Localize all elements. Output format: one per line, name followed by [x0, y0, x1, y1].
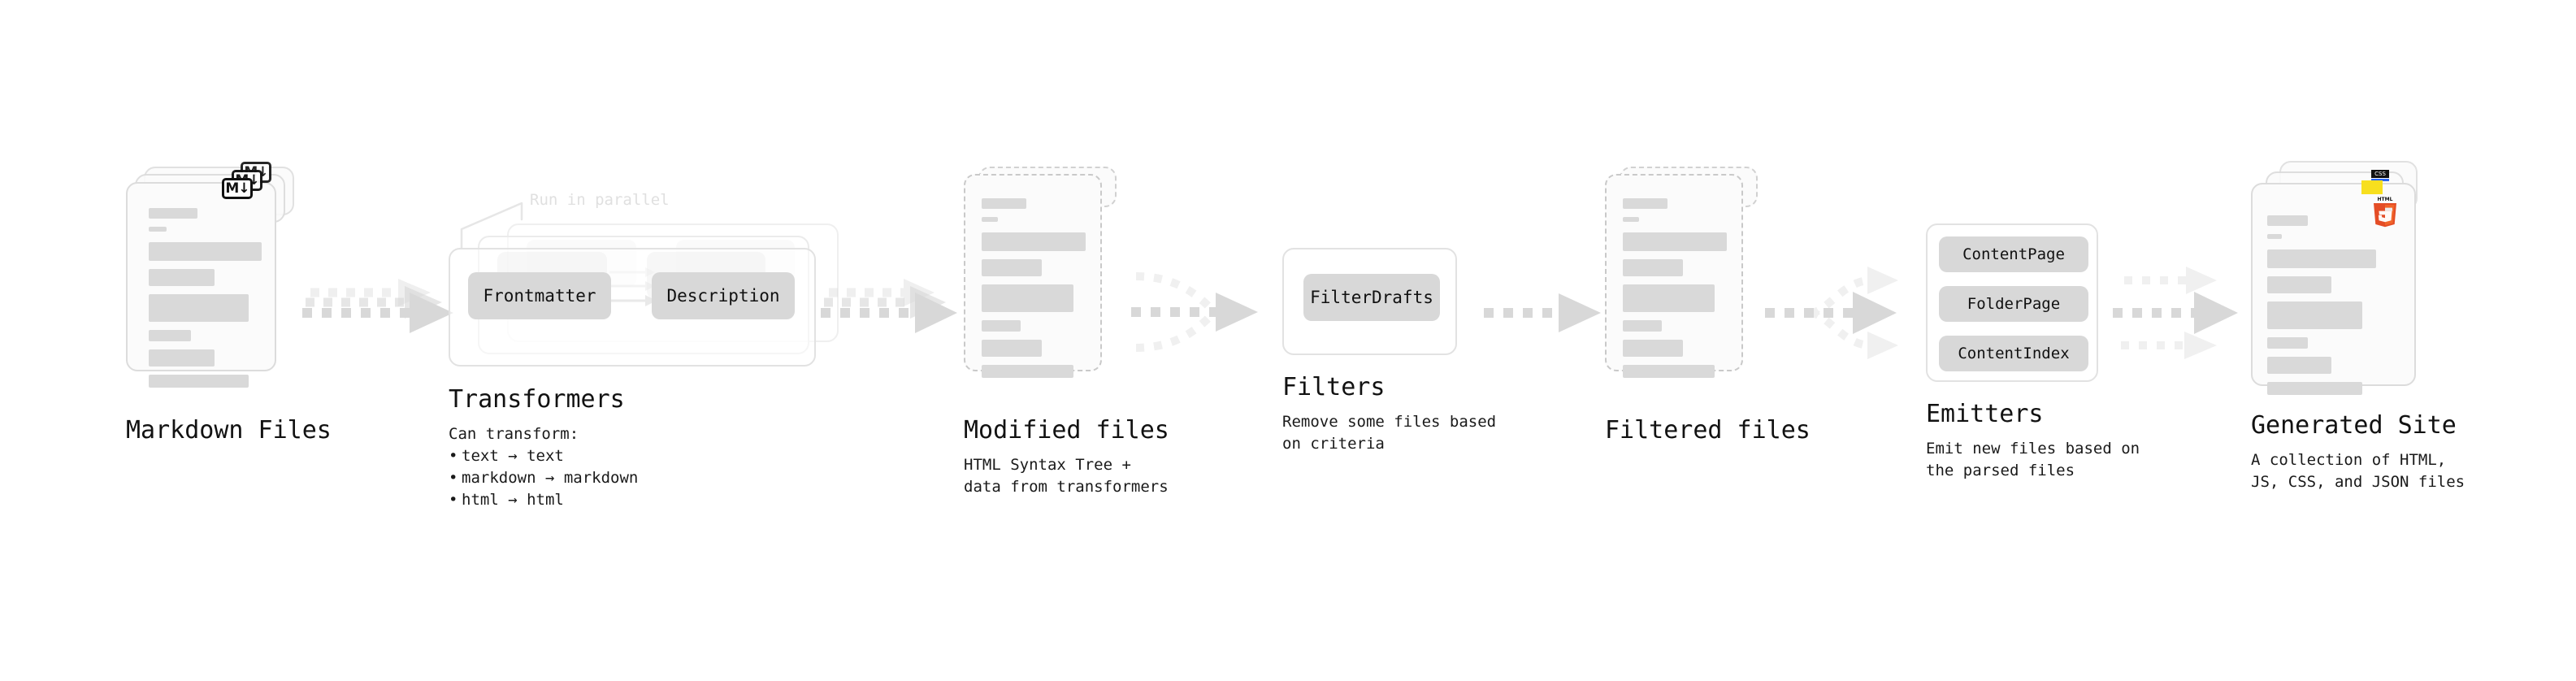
filters-subtitle: Remove some files based on criteria — [1282, 413, 1497, 453]
markdown-doc-stack: M↓ M↓ M↓ — [126, 162, 305, 402]
stage-markdown-files: M↓ M↓ M↓ Markdown Files — [126, 162, 332, 445]
filter-pill-filterdrafts[interactable]: FilterDrafts — [1303, 274, 1440, 321]
svg-text:HTML: HTML — [2378, 197, 2393, 202]
transformer-pill-frontmatter[interactable]: Frontmatter — [468, 272, 611, 319]
html5-badge: HTML — [2371, 195, 2399, 228]
markdown-doc-front — [126, 182, 276, 388]
stage-generated-site: CSS HTML Generated Site A collection of … — [2251, 161, 2465, 493]
emitter-pill-contentpage[interactable]: ContentPage — [1939, 236, 2088, 272]
stage-filtered-files: Filtered files — [1605, 167, 1811, 445]
modified-doc-front — [964, 174, 1102, 378]
generated-doc-stack: CSS HTML — [2251, 161, 2438, 405]
modified-files-title: Modified files — [964, 416, 1169, 445]
run-in-parallel-label: Run in parallel — [530, 191, 670, 209]
modified-files-subtitle: HTML Syntax Tree + data from transformer… — [964, 456, 1169, 496]
arrow-transformers-to-modified — [821, 279, 957, 333]
transformers-title: Transformers — [449, 385, 625, 414]
emitter-pill-folderpage[interactable]: FolderPage — [1939, 286, 2088, 322]
transformers-subtitle-intro: Can transform: — [449, 425, 579, 443]
arrow-modified-to-filters — [1131, 272, 1258, 352]
modified-doc-placeholder-lines — [982, 198, 1086, 386]
stage-transformers: Run in parallel Frontmatter Description — [449, 191, 855, 511]
transformers-capability-list: text → text markdown → markdown html → h… — [449, 445, 855, 511]
transformer-group-front: Frontmatter Description — [449, 248, 816, 367]
run-in-parallel-bracket — [460, 202, 523, 249]
transformer-pill-frontmatter-label: Frontmatter — [483, 286, 596, 306]
generated-doc-placeholder-lines — [2267, 215, 2398, 403]
emitters-subtitle: Emit new files based on the parsed files — [1926, 440, 2140, 479]
emitters-title: Emitters — [1926, 400, 2044, 428]
transformer-pill-description-label: Description — [666, 286, 780, 306]
transformers-capability-item: markdown → markdown — [449, 467, 855, 489]
markdown-badge: M↓ — [222, 178, 253, 199]
arrow-emitters-to-site — [2113, 267, 2238, 359]
generated-site-title: Generated Site — [2251, 411, 2457, 440]
transformers-group-stack: Run in parallel Frontmatter Description — [449, 191, 855, 367]
transformer-pill-description[interactable]: Description — [652, 272, 795, 319]
modified-doc-stack — [964, 167, 1143, 402]
filters-title: Filters — [1282, 373, 1386, 401]
filter-pill-filterdrafts-label: FilterDrafts — [1310, 288, 1433, 307]
stage-filters: FilterDrafts Filters Remove some files b… — [1282, 248, 1496, 455]
generated-site-subtitle: A collection of HTML, JS, CSS, and JSON … — [2251, 451, 2465, 491]
filtered-doc-front — [1605, 174, 1743, 378]
transformers-capability-item: html → html — [449, 489, 855, 511]
emitters-group: ContentPage FolderPage ContentIndex — [1926, 223, 2098, 382]
emitter-pill-contentpage-label: ContentPage — [1962, 245, 2065, 263]
arrow-filtered-to-emitters — [1765, 267, 1898, 359]
emitter-pill-folderpage-label: FolderPage — [1967, 295, 2061, 313]
css-badge: CSS — [2371, 170, 2389, 181]
html5-badge-glyph: HTML — [2374, 197, 2396, 228]
arrow-markdown-to-transformers — [302, 279, 453, 333]
markdown-files-title: Markdown Files — [126, 416, 332, 445]
filtered-files-title: Filtered files — [1605, 416, 1811, 445]
js-badge — [2361, 180, 2383, 194]
markdown-badge-label: M↓ — [225, 180, 249, 197]
arrow-filters-to-filtered — [1484, 293, 1601, 332]
emitter-pill-contentindex-label: ContentIndex — [1958, 345, 2070, 362]
stage-modified-files: Modified files HTML Syntax Tree + data f… — [964, 167, 1169, 498]
stage-emitters: ContentPage FolderPage ContentIndex Emit… — [1926, 223, 2140, 482]
markdown-doc-placeholder-lines — [149, 208, 262, 396]
filters-group: FilterDrafts — [1282, 248, 1457, 355]
css-badge-label: CSS — [2374, 170, 2386, 177]
emitter-pill-contentindex[interactable]: ContentIndex — [1939, 336, 2088, 371]
filtered-doc-stack — [1605, 167, 1784, 402]
filtered-doc-placeholder-lines — [1623, 198, 1727, 386]
transformers-capability-item: text → text — [449, 445, 855, 467]
